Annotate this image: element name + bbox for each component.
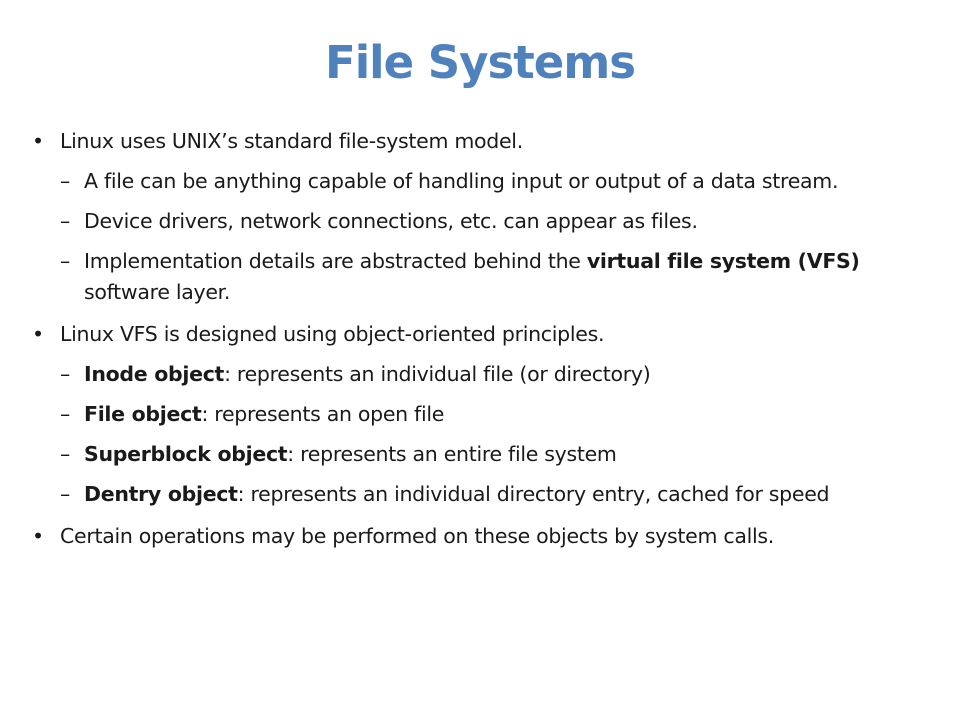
sub-bullet-bold-term: File object <box>84 402 202 426</box>
bullet-text: Linux uses UNIX’s standard file-system m… <box>60 129 523 153</box>
sub-bullet-bold-term: Dentry object <box>84 482 238 506</box>
sub-bullet-text: : represents an entire file system <box>287 442 617 466</box>
sub-bullet-item: – Dentry object: represents an individua… <box>32 479 932 510</box>
slide-title: File Systems <box>324 36 636 89</box>
sub-bullet-text: : represents an individual file (or dire… <box>224 362 651 386</box>
sub-bullet-item: – Implementation details are abstracted … <box>32 246 932 308</box>
sub-bullet-text: Device drivers, network connections, etc… <box>84 209 698 233</box>
bullet-item: • Certain operations may be performed on… <box>32 521 932 552</box>
sub-bullet-item: – Device drivers, network connections, e… <box>32 206 932 237</box>
sub-bullet-marker: – <box>60 169 70 193</box>
bullet-item: • Linux VFS is designed using object-ori… <box>32 319 932 350</box>
bullet-text: Certain operations may be performed on t… <box>60 524 774 548</box>
sub-bullet-text-before: Implementation details are abstracted be… <box>84 249 587 273</box>
sub-bullet-marker: – <box>60 482 70 506</box>
sub-bullet-bold-term: Inode object <box>84 362 225 386</box>
bullet-marker: • <box>32 322 44 346</box>
sub-bullet-bold-term: Superblock object <box>84 442 288 466</box>
bullet-text: Linux VFS is designed using object-orien… <box>60 322 605 346</box>
sub-bullet-marker: – <box>60 209 70 233</box>
sub-bullet-text: : represents an open file <box>201 402 445 426</box>
sub-bullet-item: – Inode object: represents an individual… <box>32 359 932 390</box>
bullet-marker: • <box>32 524 44 548</box>
sub-bullet-item: – Superblock object: represents an entir… <box>32 439 932 470</box>
slide-body: • Linux uses UNIX’s standard file-system… <box>32 126 932 552</box>
sub-bullet-item: – File object: represents an open file <box>32 399 932 430</box>
sub-bullet-marker: – <box>60 362 70 386</box>
sub-bullet-text: A file can be anything capable of handli… <box>84 169 839 193</box>
sub-bullet-marker: – <box>60 402 70 426</box>
sub-bullet-text: : represents an individual directory ent… <box>237 482 830 506</box>
sub-bullet-marker: – <box>60 249 70 273</box>
sub-bullet-marker: – <box>60 442 70 466</box>
sub-bullet-bold-term: virtual file system (VFS) <box>586 249 860 273</box>
sub-bullet-item: – A file can be anything capable of hand… <box>32 166 932 197</box>
bullet-item: • Linux uses UNIX’s standard file-system… <box>32 126 932 157</box>
sub-bullet-text-after: software layer. <box>84 280 231 304</box>
bullet-marker: • <box>32 129 44 153</box>
